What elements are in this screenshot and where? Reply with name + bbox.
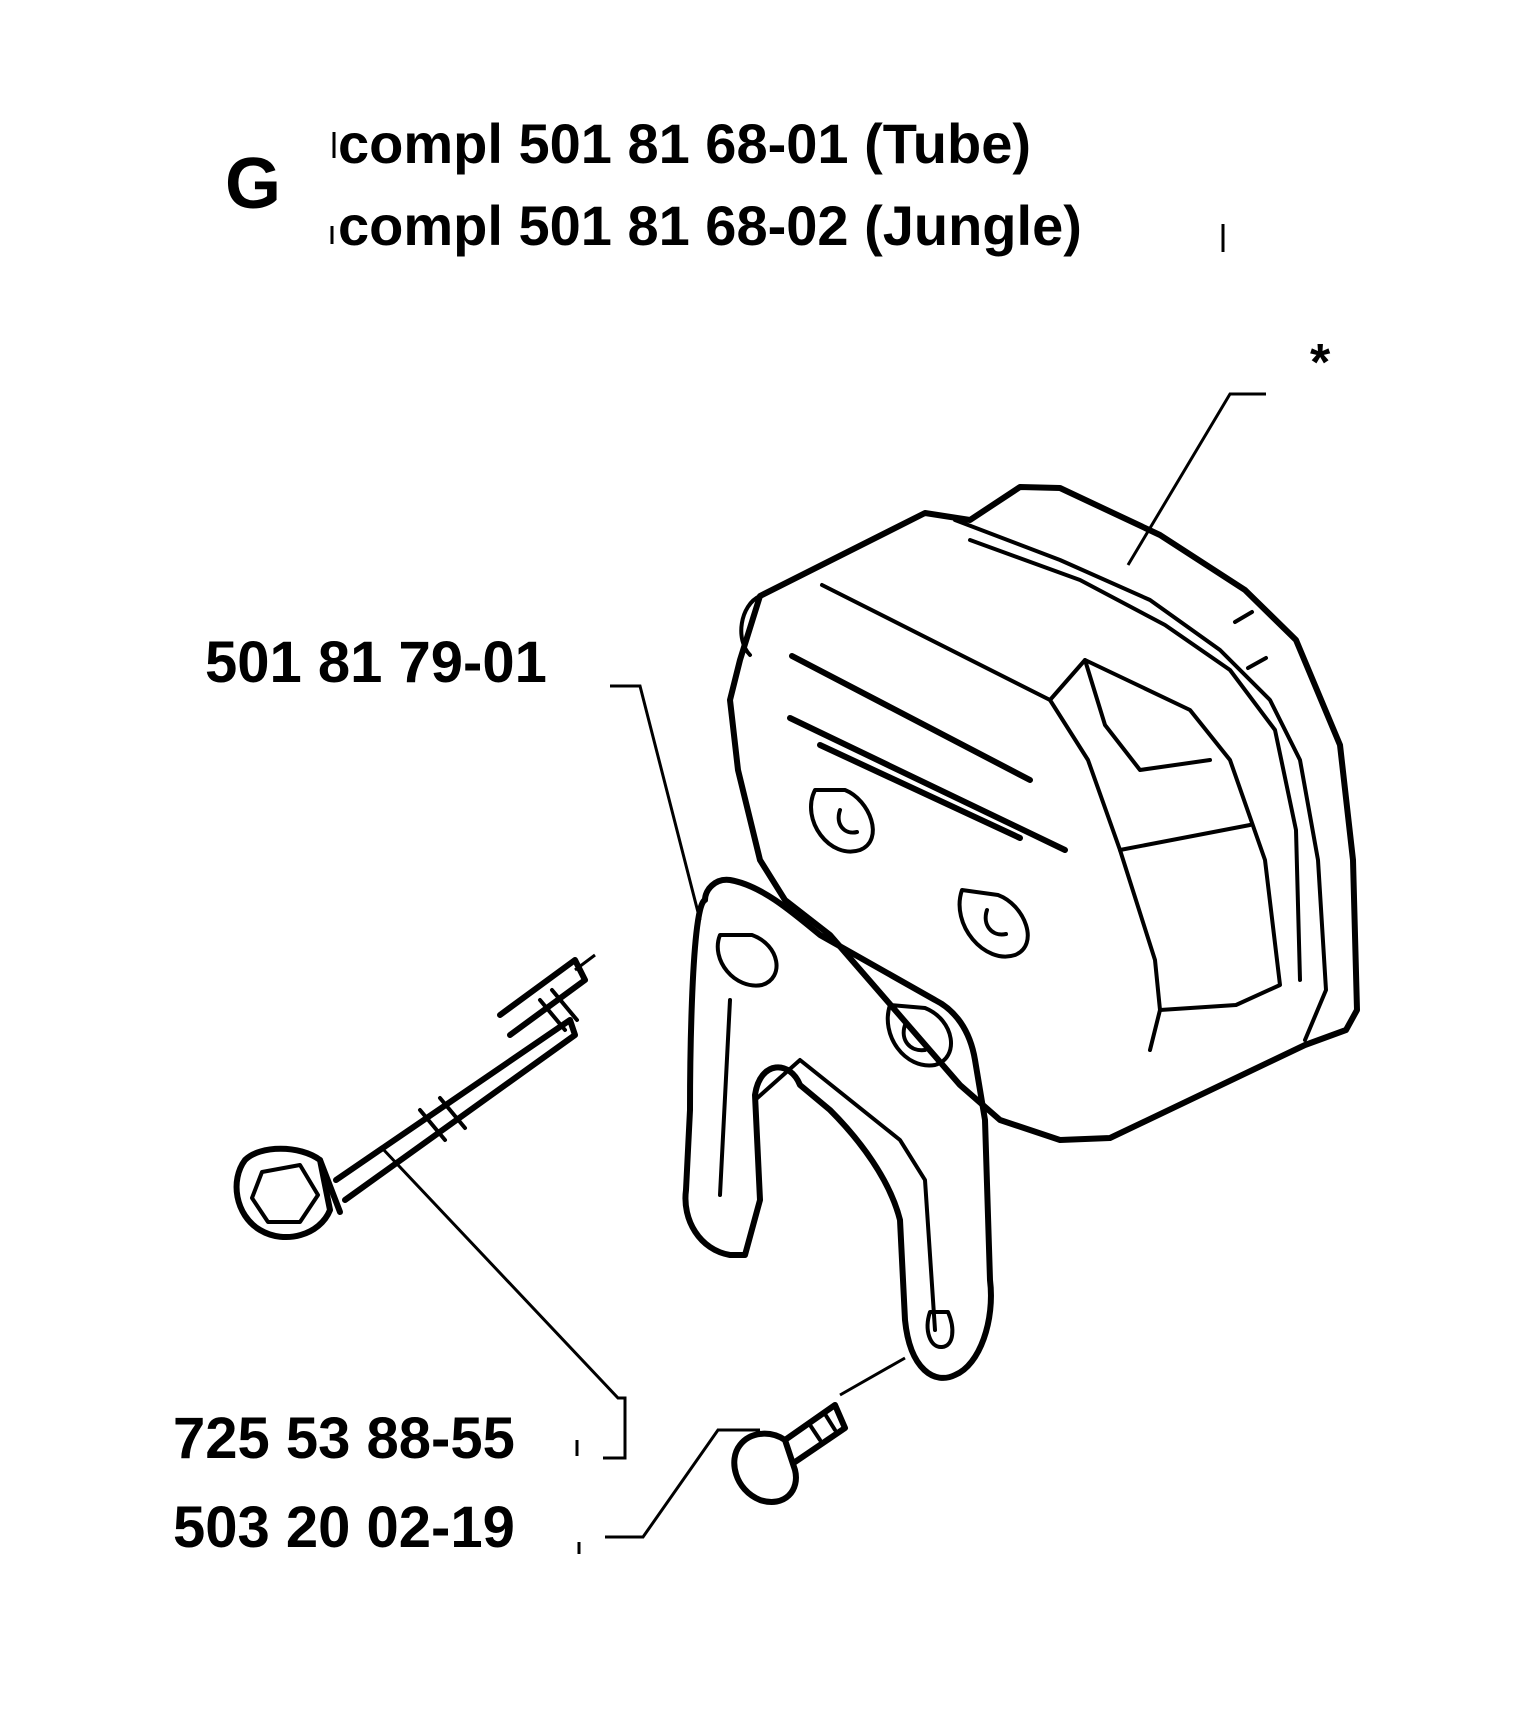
muffler-cover-drawing bbox=[727, 484, 1360, 1143]
short-screw-drawing bbox=[731, 1402, 848, 1505]
assembly-line-jungle: compl 501 81 68-02 (Jungle) bbox=[338, 194, 1082, 257]
section-letter: G bbox=[225, 144, 281, 224]
long-bolt-drawing bbox=[233, 953, 596, 1241]
callout-muffler: * bbox=[1310, 334, 1331, 392]
leader-bracket bbox=[610, 684, 702, 921]
bracket-drawing bbox=[682, 876, 994, 1381]
leader-long-bolt bbox=[380, 1146, 627, 1460]
leader-muffler bbox=[1126, 392, 1266, 566]
leader-short-screw bbox=[605, 1356, 906, 1539]
callout-long-bolt: 725 53 88-55 bbox=[173, 1406, 515, 1471]
assembly-line-tube: compl 501 81 68-01 (Tube) bbox=[338, 112, 1031, 175]
callout-short-screw: 503 20 02-19 bbox=[173, 1495, 515, 1560]
callout-bracket: 501 81 79-01 bbox=[205, 630, 547, 695]
leader-ticks bbox=[575, 1440, 581, 1554]
